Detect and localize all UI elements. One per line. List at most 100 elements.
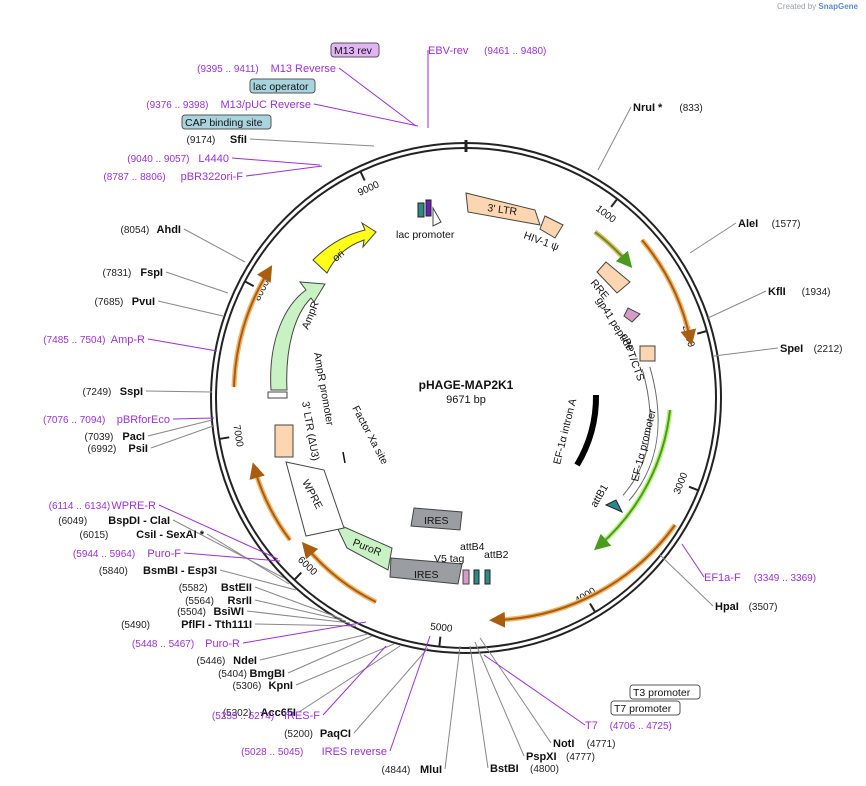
enzyme-leader bbox=[444, 645, 461, 770]
ampr-feature[interactable] bbox=[270, 281, 326, 391]
primer-site[interactable]: Puro-F(5944 .. 5964) bbox=[73, 548, 181, 560]
enzyme-site[interactable]: KpnI(5306) bbox=[232, 680, 293, 692]
enzyme-site[interactable]: BspDI - ClaI(6049) bbox=[58, 515, 170, 527]
primer-site[interactable]: Puro-R(5448 .. 5467) bbox=[132, 638, 240, 650]
primer-site[interactable]: pBR322ori-F(8787 .. 8806) bbox=[103, 171, 243, 183]
primer-arrow-map2k1[interactable] bbox=[489, 524, 676, 628]
puror-feature[interactable] bbox=[333, 522, 393, 571]
enzyme-site[interactable]: SpeI(2212) bbox=[780, 343, 843, 355]
enzyme-site[interactable]: PacI(7039) bbox=[84, 431, 145, 443]
primer-arrow-ef1a[interactable] bbox=[593, 409, 671, 551]
primer-site[interactable]: Amp-R(7485 .. 7504) bbox=[43, 334, 145, 346]
primer-site[interactable]: L4440(9040 .. 9057) bbox=[127, 153, 229, 165]
primer-position: (5448 .. 5467) bbox=[132, 639, 194, 650]
enzyme-site[interactable]: NdeI(5446) bbox=[196, 655, 257, 667]
primer-name: M13/pUC Reverse bbox=[221, 99, 311, 111]
boxed-labels: M13 rev lac operator CAP binding site T3… bbox=[181, 42, 701, 716]
attb2-feature[interactable] bbox=[484, 569, 491, 585]
primer-arrow-wpre[interactable] bbox=[249, 462, 291, 541]
enzyme-name: SspI bbox=[120, 386, 143, 398]
v5tag-feature[interactable] bbox=[462, 569, 470, 585]
enzyme-position: (5446) bbox=[196, 656, 225, 667]
enzyme-leader bbox=[713, 347, 779, 357]
t3-promoter-box[interactable] bbox=[629, 684, 701, 700]
enzyme-site[interactable]: NotI(4771) bbox=[553, 738, 616, 750]
enzyme-position: (5302) bbox=[223, 708, 252, 719]
enzyme-site[interactable]: CsiI - SexAI *(6015) bbox=[79, 529, 204, 541]
enzyme-site[interactable]: AhdI(8054) bbox=[120, 224, 181, 236]
attb1-feature[interactable] bbox=[604, 499, 624, 514]
enzyme-site[interactable]: PsiI(6992) bbox=[87, 443, 148, 455]
enzyme-site[interactable]: PaqCI(5200) bbox=[284, 728, 351, 740]
enzyme-site[interactable]: MluI(4844) bbox=[381, 764, 442, 776]
ampr-promoter-feature[interactable] bbox=[267, 391, 288, 399]
enzyme-site[interactable]: SfiI(9174) bbox=[186, 134, 247, 146]
primer-position: (7485 .. 7504) bbox=[43, 335, 105, 346]
primer-site[interactable]: M13/pUC Reverse(9376 .. 9398) bbox=[146, 99, 311, 111]
enzyme-site[interactable]: AleI(1577) bbox=[738, 218, 801, 230]
ltr3-du3-feature[interactable] bbox=[274, 424, 294, 458]
primer-site[interactable]: EF1a-F(3349 .. 3369) bbox=[704, 572, 816, 584]
enzyme-site[interactable]: PflFI - Tth111I(5490) bbox=[121, 619, 252, 631]
enzyme-site[interactable]: Acc65I(5302) bbox=[223, 707, 296, 719]
enzyme-leader bbox=[295, 643, 395, 686]
primer-arrow-rre[interactable] bbox=[594, 231, 633, 269]
m13rev-box[interactable] bbox=[330, 42, 380, 58]
enzyme-site[interactable]: HpaI(3507) bbox=[715, 601, 778, 613]
enzyme-site[interactable]: PspXI(4777) bbox=[526, 751, 595, 763]
enzyme-leader bbox=[145, 390, 213, 393]
cap-site-box[interactable] bbox=[181, 114, 272, 130]
enzyme-leader bbox=[659, 554, 714, 607]
factor-xa-feature[interactable] bbox=[342, 451, 346, 464]
primer-site[interactable]: T7(4706 .. 4725) bbox=[585, 720, 672, 732]
enzyme-name: PvuI bbox=[132, 296, 155, 308]
rre-feature[interactable] bbox=[596, 261, 631, 294]
enzyme-position: (5504) bbox=[177, 607, 206, 618]
t7-promoter-box[interactable] bbox=[610, 700, 681, 716]
primer-name: pBR322ori-F bbox=[181, 171, 244, 183]
enzyme-site[interactable]: BmgBI(5404) bbox=[218, 668, 285, 680]
attb4-feature[interactable] bbox=[473, 569, 480, 585]
enzyme-site[interactable]: NruI *(833) bbox=[633, 102, 703, 114]
enzyme-site[interactable]: SspI(7249) bbox=[82, 386, 143, 398]
wpre-feature[interactable] bbox=[285, 461, 345, 537]
enzyme-name: CsiI - SexAI * bbox=[136, 529, 205, 541]
enzyme-site[interactable]: FspI(7831) bbox=[102, 267, 163, 279]
enzyme-site[interactable]: PvuI(7685) bbox=[94, 296, 155, 308]
primer-site[interactable]: IRES-F(5255 .. 5274) bbox=[212, 710, 320, 722]
enzyme-site[interactable]: RsrII(5564) bbox=[185, 595, 252, 607]
ori-feature[interactable] bbox=[312, 221, 377, 274]
primer-arrow-amp[interactable] bbox=[233, 265, 273, 388]
primer-site[interactable]: WPRE-R(6114 .. 6134) bbox=[49, 500, 156, 512]
hiv-psi-feature[interactable] bbox=[539, 215, 564, 239]
primer-arrow-orf[interactable] bbox=[641, 239, 697, 346]
gp41-feature[interactable] bbox=[623, 307, 641, 323]
snapgene-brand: SnapGene bbox=[818, 2, 858, 11]
lac-promoter-feature[interactable] bbox=[432, 206, 442, 227]
primer-site[interactable]: IRES reverse(5028 .. 5045) bbox=[241, 746, 387, 758]
ltr3-feature[interactable] bbox=[465, 192, 541, 226]
enzyme-leader bbox=[707, 290, 767, 319]
ef1a-intron-feature[interactable] bbox=[574, 394, 600, 467]
enzyme-site[interactable]: BsiWI(5504) bbox=[177, 606, 244, 618]
lac-operator-feature[interactable] bbox=[425, 199, 432, 217]
enzyme-site[interactable]: BstEII(5582) bbox=[179, 582, 252, 594]
ires-inner-feature[interactable] bbox=[410, 507, 463, 531]
primer-site[interactable]: pBRforEco(7076 .. 7094) bbox=[43, 414, 170, 426]
enzyme-position: (5200) bbox=[284, 729, 313, 740]
enzyme-name: PspXI bbox=[526, 751, 557, 763]
cap-feature[interactable] bbox=[417, 202, 425, 218]
ires-outer-feature[interactable] bbox=[389, 557, 463, 585]
lac-operator-box[interactable] bbox=[249, 78, 316, 94]
ires-outer-label: IRES bbox=[414, 569, 439, 581]
enzyme-site[interactable]: BstBI(4800) bbox=[490, 763, 559, 775]
enzyme-site[interactable]: BsmBI - Esp3I(5840) bbox=[99, 565, 217, 577]
enzyme-position: (4844) bbox=[381, 765, 410, 776]
primer-site[interactable]: M13 Reverse(9395 .. 9411) bbox=[197, 63, 336, 75]
tick-mark-3000 bbox=[688, 485, 699, 492]
cppt-feature[interactable] bbox=[639, 345, 656, 362]
enzyme-site[interactable]: KflI(1934) bbox=[768, 286, 831, 298]
primer-site[interactable]: EBV-rev(9461 .. 9480) bbox=[428, 45, 546, 57]
enzyme-name: KpnI bbox=[269, 680, 293, 692]
primer-arrow-puro[interactable] bbox=[301, 541, 377, 603]
